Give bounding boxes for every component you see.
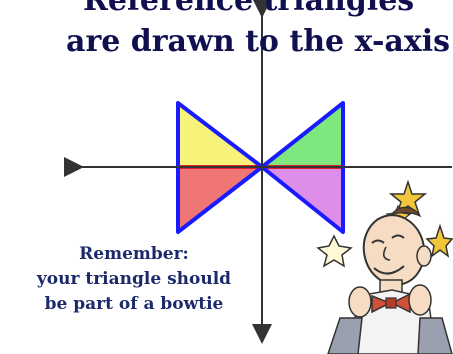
title-line-2: are drawn to the x-axis [66, 24, 451, 59]
title-line-1: Reference triangles [83, 0, 415, 18]
star-icon [388, 179, 428, 216]
reminder-note-line-1: Remember: [79, 244, 189, 264]
reminder-note: Remember: your triangle should be part o… [10, 242, 258, 317]
star-icon [425, 223, 453, 258]
bowtie-icon [371, 294, 392, 314]
cartoon-man-illustration [316, 179, 453, 354]
reminder-note-line-3: be part of a bowtie [44, 294, 224, 314]
star-icon [316, 234, 353, 268]
reminder-note-line-2: your triangle should [36, 269, 232, 289]
